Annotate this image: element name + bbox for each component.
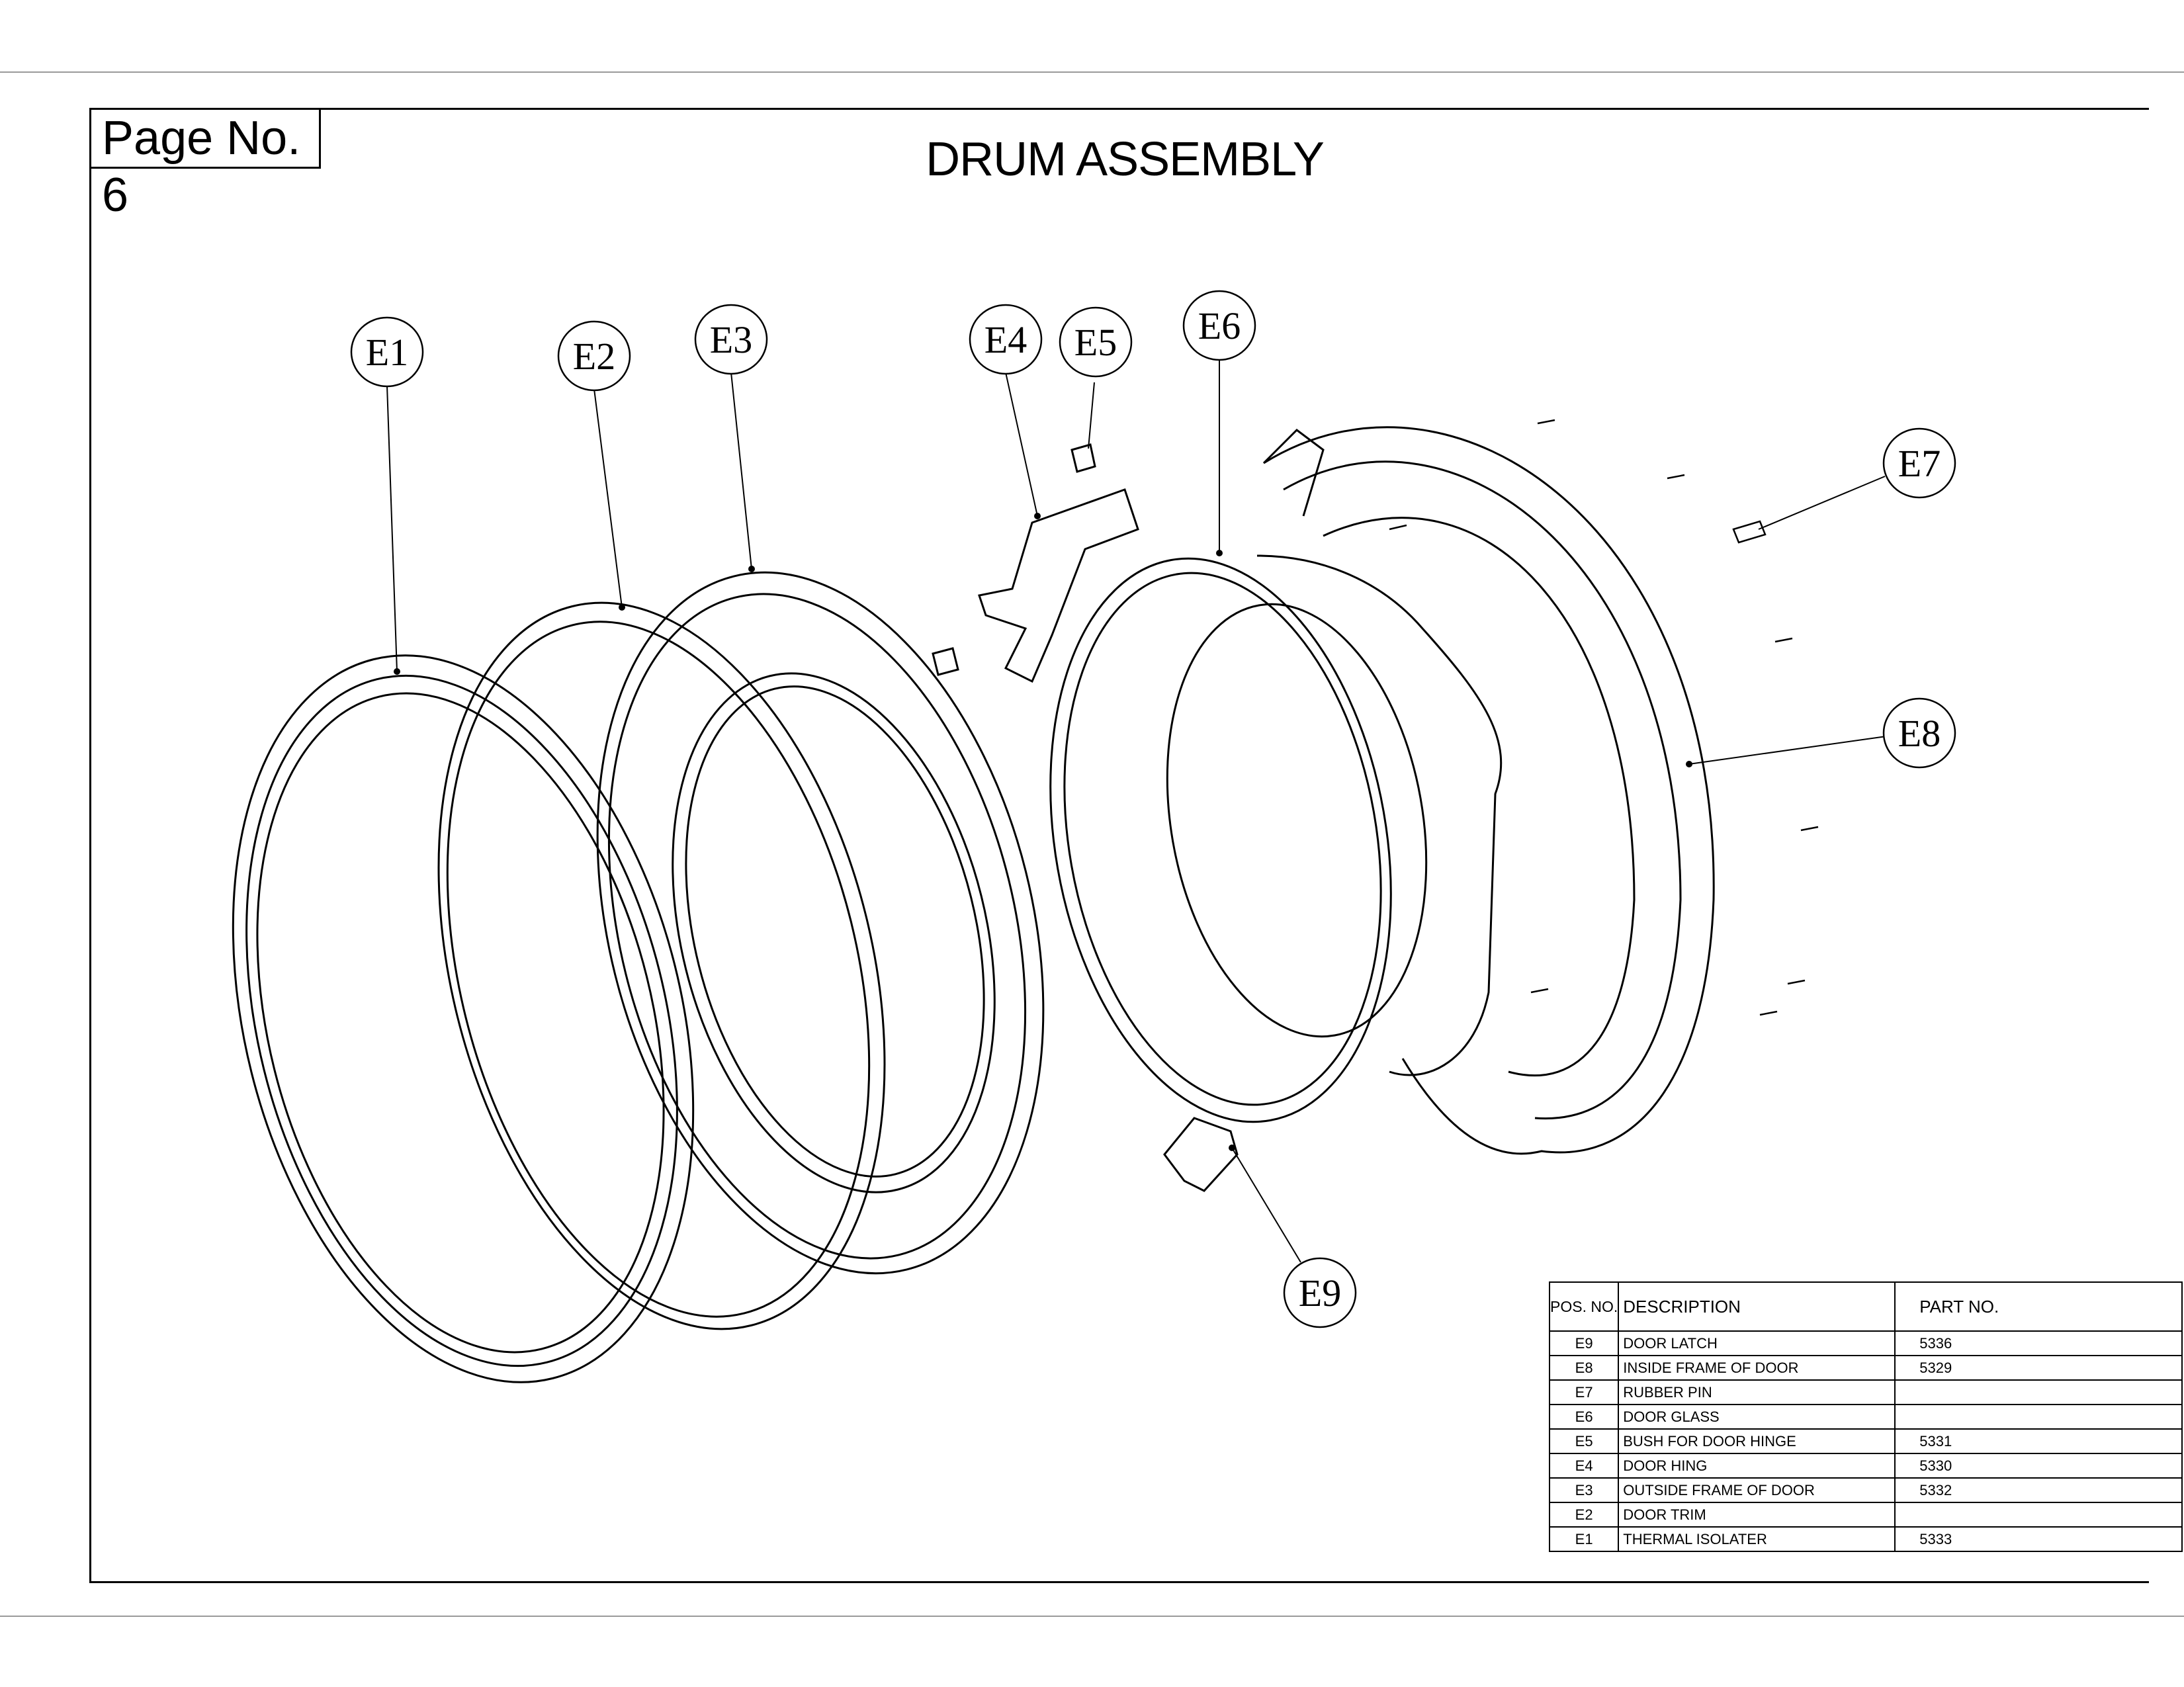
callout-e5: E5: [1059, 306, 1133, 378]
callout-e7: E7: [1882, 427, 1956, 499]
callout-e1: E1: [350, 316, 424, 388]
callout-e9: E9: [1283, 1257, 1357, 1328]
thermal-isolater: [232, 654, 695, 1383]
callout-e6: E6: [1182, 290, 1256, 361]
row-description: THERMAL ISOLATER: [1618, 1526, 1896, 1552]
door-glass: [1049, 554, 1503, 1123]
callout-e6-label: E6: [1198, 304, 1241, 347]
leader-dots: [394, 513, 1692, 1151]
callout-e2: E2: [557, 320, 631, 392]
callout-e4-label: E4: [984, 318, 1027, 361]
page-number-box: Page No. 6: [89, 108, 321, 222]
row-description: OUTSIDE FRAME OF DOOR: [1618, 1477, 1896, 1503]
row-part-no: [1894, 1502, 2183, 1528]
door-trim: [437, 601, 886, 1330]
row-description: DOOR GLASS: [1618, 1404, 1896, 1430]
table-row: E6 DOOR GLASS: [1548, 1404, 2183, 1430]
row-description: DOOR HING: [1618, 1453, 1896, 1479]
table-row: E2 DOOR TRIM: [1548, 1502, 2183, 1528]
row-part-no: 5336: [1894, 1330, 2183, 1356]
row-description: INSIDE FRAME OF DOOR: [1618, 1355, 1896, 1381]
callout-e8: E8: [1882, 697, 1956, 769]
row-part-no: 5333: [1894, 1526, 2183, 1552]
parts-table-header: POS. NO. DESCRIPTION PART NO.: [1548, 1281, 2183, 1332]
callout-e3-label: E3: [710, 318, 752, 361]
table-row: E4 DOOR HING 5330: [1548, 1453, 2183, 1479]
row-description: DOOR LATCH: [1618, 1330, 1896, 1356]
header-pos-no: POS. NO.: [1548, 1281, 1620, 1332]
callout-e7-label: E7: [1898, 442, 1941, 485]
row-pos: E8: [1548, 1355, 1620, 1381]
row-pos: E4: [1548, 1453, 1620, 1479]
row-part-no: [1894, 1404, 2183, 1430]
table-row: E1 THERMAL ISOLATER 5333: [1548, 1526, 2183, 1552]
door-latch: [1163, 1117, 1239, 1192]
row-description: DOOR TRIM: [1618, 1502, 1896, 1528]
row-part-no: 5332: [1894, 1477, 2183, 1503]
row-description: RUBBER PIN: [1618, 1379, 1896, 1405]
callout-e4: E4: [969, 304, 1043, 375]
row-pos: E2: [1548, 1502, 1620, 1528]
callout-e2-label: E2: [573, 335, 615, 378]
callout-e3: E3: [694, 304, 768, 375]
row-part-no: [1894, 1379, 2183, 1405]
table-row: E8 INSIDE FRAME OF DOOR 5329: [1548, 1355, 2183, 1381]
row-part-no: 5331: [1894, 1428, 2183, 1454]
drawing-frame: [89, 108, 2149, 1583]
inside-frame-of-door: [1262, 426, 1715, 1155]
outside-frame-of-door: [596, 571, 1045, 1275]
row-description: BUSH FOR DOOR HINGE: [1618, 1428, 1896, 1454]
callout-e5-label: E5: [1074, 321, 1117, 364]
callout-e9-label: E9: [1299, 1272, 1341, 1315]
page-title: DRUM ASSEMBLY: [926, 133, 1325, 186]
callout-e1-label: E1: [366, 331, 408, 374]
top-page-rule: [0, 71, 2184, 73]
bottom-page-rule: [0, 1616, 2184, 1617]
callout-e8-label: E8: [1898, 712, 1941, 755]
table-row: E5 BUSH FOR DOOR HINGE 5331: [1548, 1428, 2183, 1454]
parts-table: POS. NO. DESCRIPTION PART NO. E9 DOOR LA…: [1548, 1281, 2183, 1552]
row-pos: E9: [1548, 1330, 1620, 1356]
table-row: E3 OUTSIDE FRAME OF DOOR 5332: [1548, 1477, 2183, 1503]
table-row: E9 DOOR LATCH 5336: [1548, 1330, 2183, 1356]
screws-and-rubber-pin: [1389, 419, 1819, 1016]
header-part-no: PART NO.: [1894, 1281, 2183, 1332]
door-hinge: [978, 488, 1139, 683]
leader-lines: [386, 357, 1887, 1263]
row-pos: E3: [1548, 1477, 1620, 1503]
table-row: E7 RUBBER PIN: [1548, 1379, 2183, 1405]
row-part-no: 5330: [1894, 1453, 2183, 1479]
row-pos: E7: [1548, 1379, 1620, 1405]
row-pos: E6: [1548, 1404, 1620, 1430]
row-part-no: 5329: [1894, 1355, 2183, 1381]
header-description: DESCRIPTION: [1618, 1281, 1896, 1332]
row-pos: E5: [1548, 1428, 1620, 1454]
row-pos: E1: [1548, 1526, 1620, 1552]
bush-for-door-hinge: [932, 443, 1096, 676]
